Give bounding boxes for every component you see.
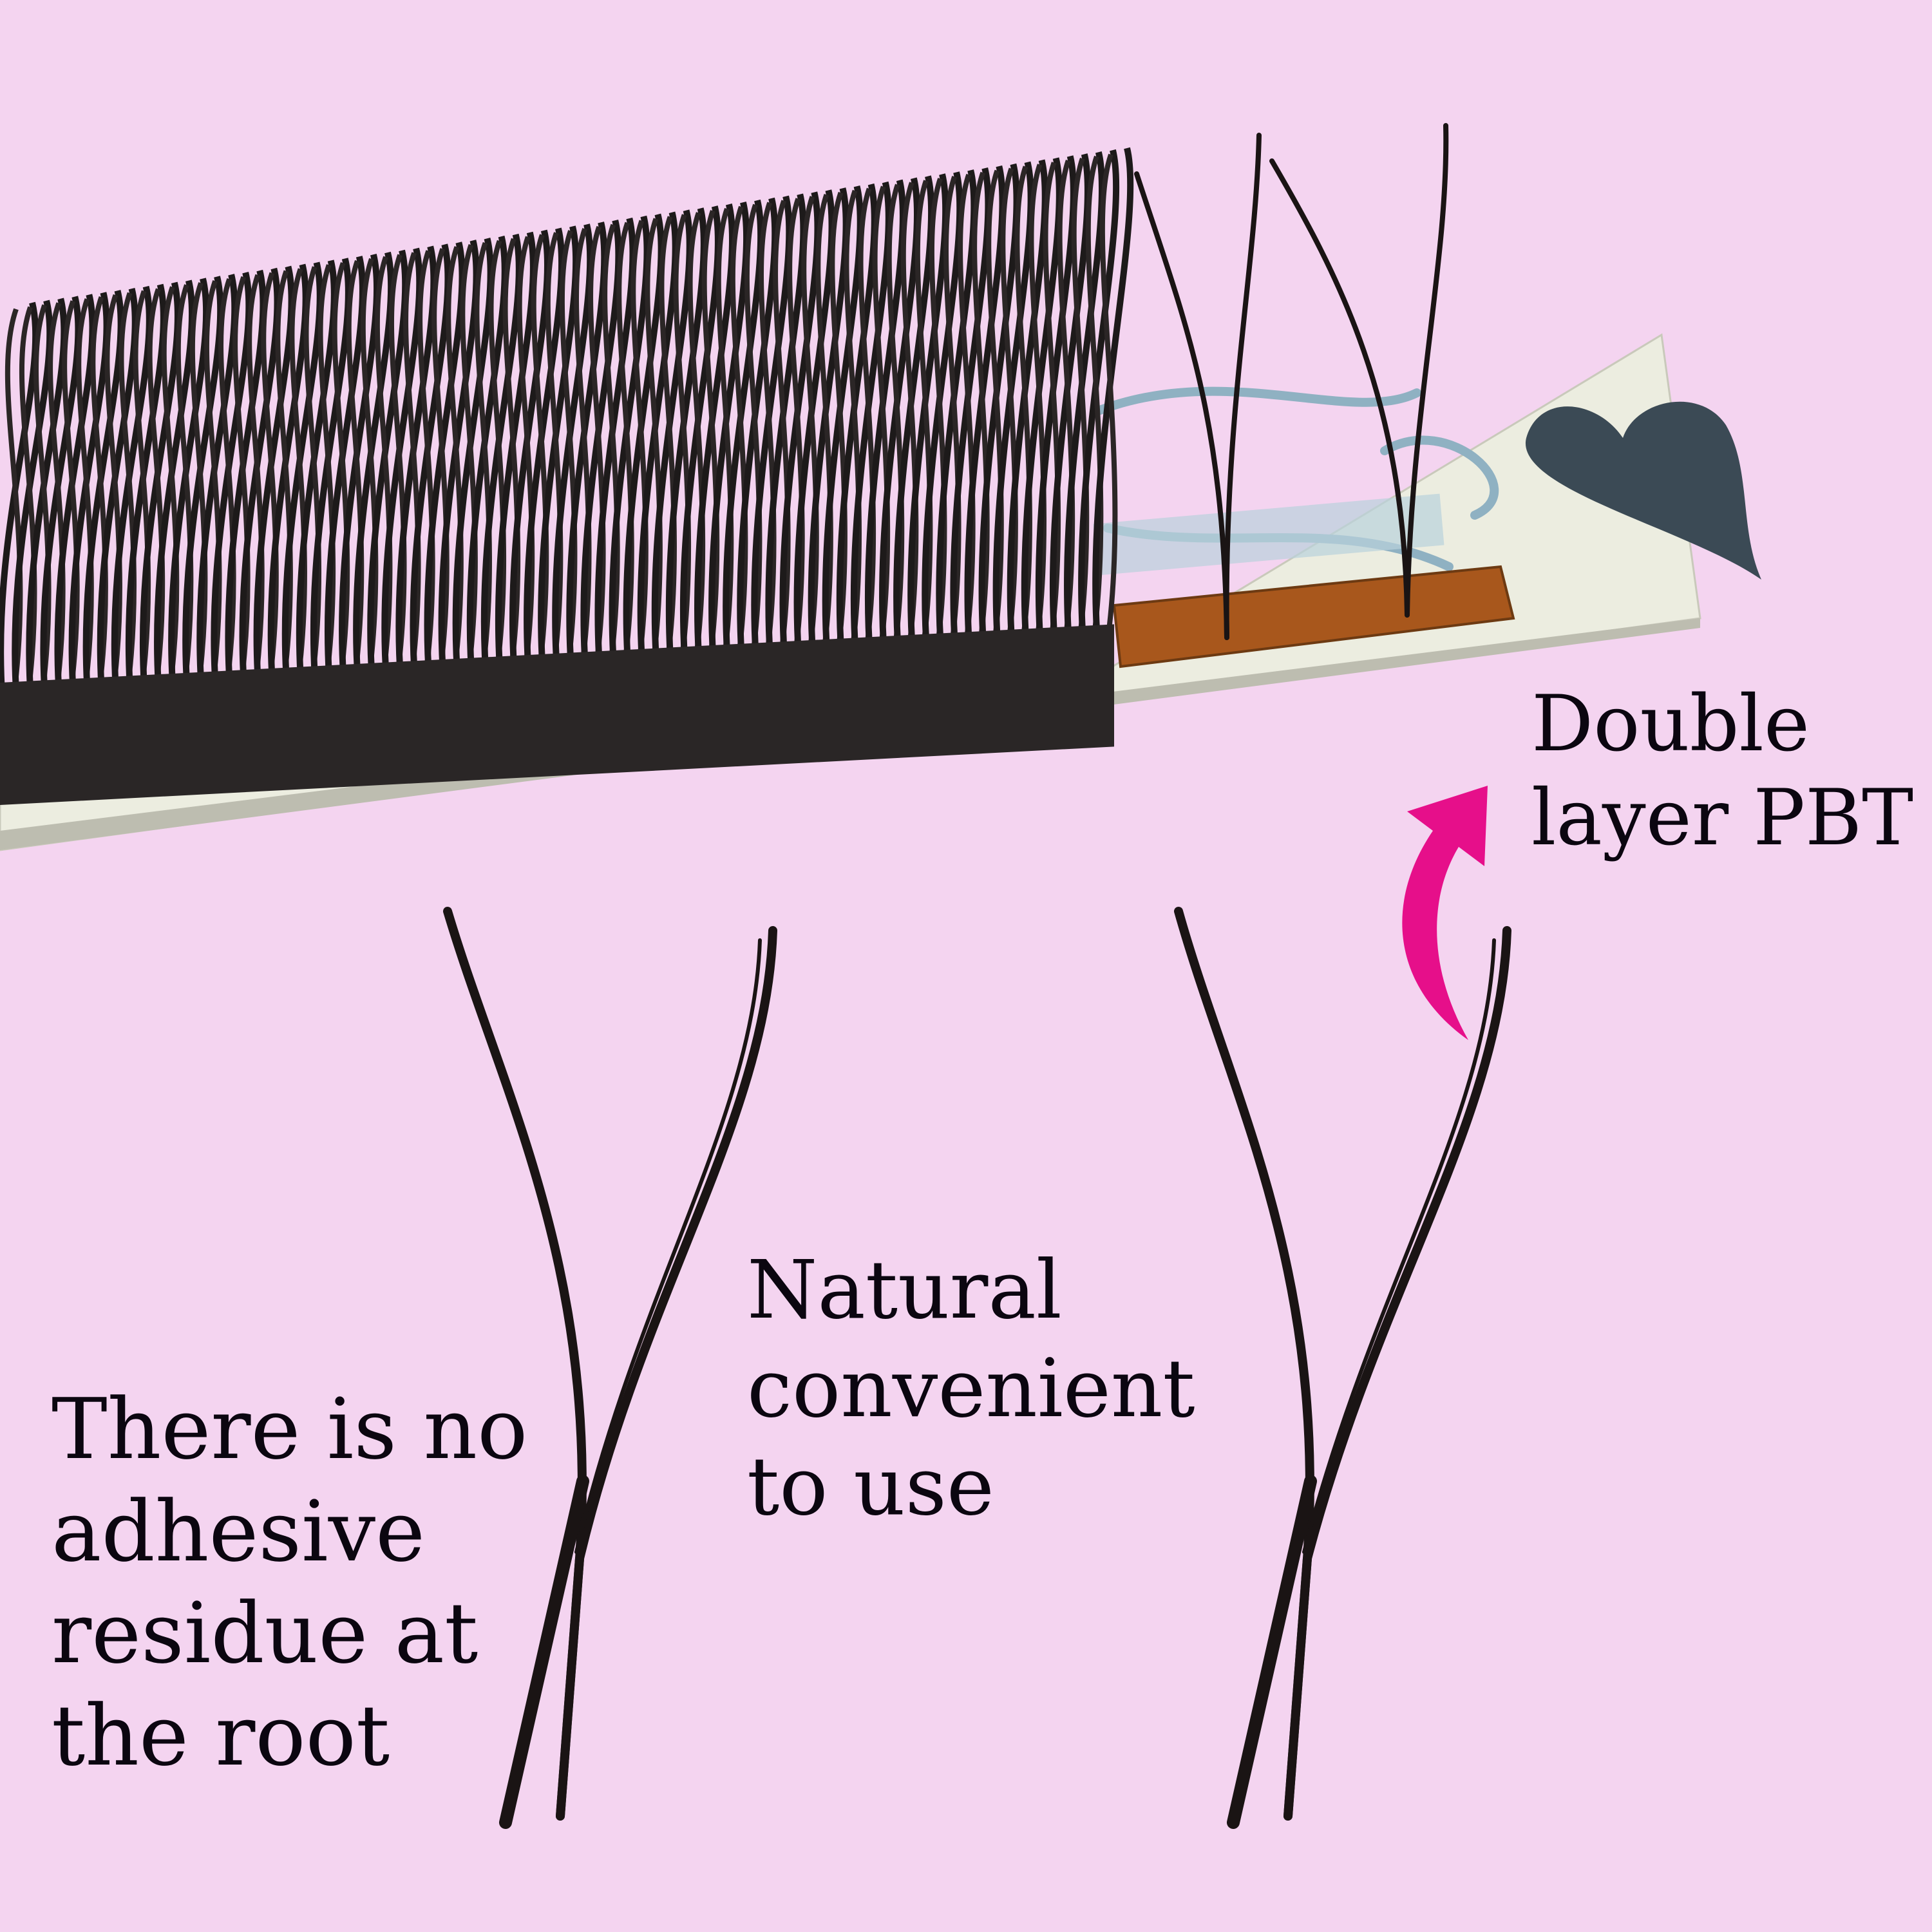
tray-single-lashes: [1134, 123, 1449, 640]
large-lash-right-arm-b: [1283, 926, 1511, 1821]
double-layer-pbt-caption: Double layer PBT: [1531, 677, 1913, 866]
no-adhesive-residue-caption: There is no adhesive residue at the root: [52, 1378, 527, 1786]
lash-tray: [0, 147, 1761, 851]
adhesive-tape: [1112, 565, 1515, 668]
caption-line: Double: [1531, 679, 1810, 769]
large-lash-left-arm-a: [443, 907, 587, 1821]
large-lash-right-arm-c: [1302, 938, 1496, 1554]
tray-label: [1093, 493, 1444, 576]
caption-line: to use: [747, 1440, 994, 1533]
large-lash-right: [1174, 907, 1511, 1829]
large-lash-right-root: [1227, 1475, 1317, 1829]
caption-line: layer PBT: [1531, 773, 1914, 864]
heart-icon: [1525, 401, 1761, 580]
tray-lash-2-right: [1405, 123, 1449, 618]
large-lash-right-arm-a: [1174, 907, 1314, 1821]
caption-line: convenient: [747, 1341, 1195, 1435]
caption-line: the root: [52, 1686, 390, 1785]
large-lash-left-arm-c: [574, 938, 762, 1554]
caption-line: Natural: [747, 1244, 1062, 1337]
tray-lash-1-left: [1134, 171, 1229, 640]
curved-arrow-icon: [1402, 786, 1488, 1040]
large-lash-left-root: [499, 1475, 589, 1829]
tray-lash-2-left: [1269, 158, 1410, 618]
caption-line: residue at: [52, 1584, 478, 1683]
large-lash-left: [443, 907, 777, 1829]
lash-base-band: [0, 624, 1114, 805]
caption-line: adhesive: [52, 1482, 426, 1580]
natural-convenient-caption: Natural convenient to use: [747, 1242, 1195, 1537]
tray-lash-1-right: [1224, 133, 1262, 640]
lash-fiber: [1099, 153, 1118, 680]
lash-rows: [0, 147, 1134, 741]
large-lash-left-arm-b: [556, 926, 777, 1821]
caption-line: There is no: [52, 1380, 528, 1478]
